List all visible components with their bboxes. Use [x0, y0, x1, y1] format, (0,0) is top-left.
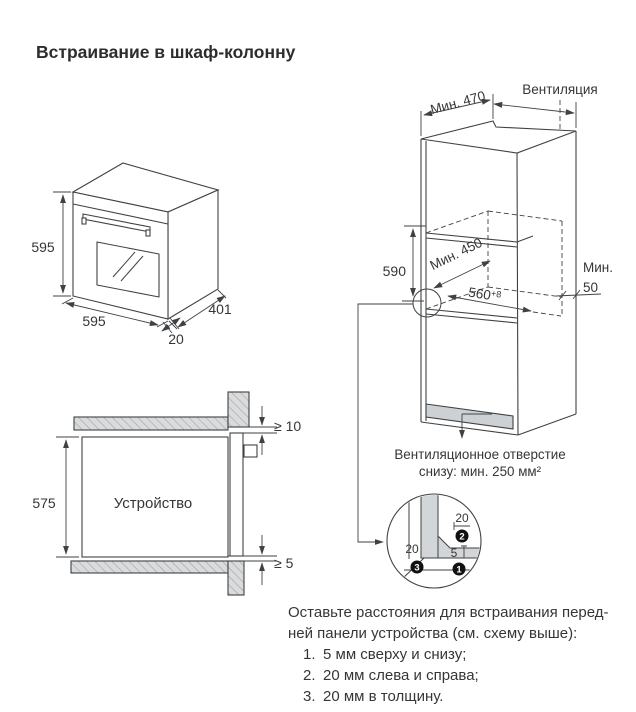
oven-height-label: 595	[31, 239, 55, 255]
detail-front-panel	[437, 534, 480, 559]
oven-glass-reflection	[112, 251, 144, 282]
detail-balloon: 20 20 5 2 3 1	[386, 493, 482, 589]
marker-2-badge	[455, 529, 469, 543]
cabinet-hidden-lines	[425, 100, 563, 317]
instructions-block: Оставьте расстояния для встраивания пере…	[288, 602, 628, 707]
section-top-frame	[227, 391, 250, 428]
detail-side-panel	[420, 495, 439, 559]
oven-door-window	[96, 241, 160, 298]
ventilation-label: Вентиляция	[522, 82, 597, 97]
oven-depth-label: 401	[208, 301, 232, 317]
device-label: Устройство	[114, 495, 192, 512]
ventilation-dimension	[493, 101, 577, 128]
instruction-item-3-number: 3.	[303, 688, 316, 705]
detail-reference-circle	[412, 288, 442, 318]
vent-note: Вентиляционное отверстие снизу: мин. 250…	[385, 447, 575, 480]
section-height-label: 575	[32, 495, 56, 511]
instruction-item-3-text: 20 мм в толщину.	[323, 688, 444, 705]
vent-note-line1: Вентиляционное отверстие	[394, 447, 566, 462]
cabinet-top-face	[420, 120, 577, 154]
cabinet-front-right-edge	[516, 152, 519, 436]
niche-depth-dimension	[447, 294, 532, 313]
instructions-intro-line2: ней панели устройства (см. схему выше):	[288, 625, 578, 642]
oven-width-label: 595	[82, 313, 106, 329]
instruction-item-1-text: 5 мм сверху и снизу;	[323, 646, 467, 663]
section-door-hinge	[243, 444, 258, 458]
instruction-item-2-number: 2.	[303, 667, 316, 684]
instruction-item-1: 1. 5 мм сверху и снизу;	[303, 644, 628, 665]
section-top-shelf	[73, 416, 229, 431]
section-dimensions	[56, 406, 265, 585]
rear-gap-dimension	[555, 289, 602, 301]
svg-text:1: 1	[456, 565, 462, 576]
instruction-item-2: 2. 20 мм слева и справа;	[303, 665, 628, 686]
page-title: Встраивание в шкаф-колонну	[36, 42, 296, 62]
cabinet-niche-edges	[425, 232, 534, 324]
instruction-item-2-text: 20 мм слева и справа;	[323, 667, 479, 684]
instructions-intro-line1: Оставьте расстояния для встраивания пере…	[288, 604, 609, 621]
top-depth-dimension	[420, 94, 494, 136]
oven-drawing: 595 595 401 20	[31, 162, 232, 347]
rear-gap-label-line2: 50	[583, 280, 598, 295]
instruction-item-3: 3. 20 мм в толщину.	[303, 686, 628, 707]
detail-side-gap-label: 20	[455, 511, 469, 525]
instruction-item-1-number: 1.	[303, 646, 316, 663]
niche-width-dimension	[433, 260, 491, 289]
section-bottom-frame	[227, 560, 245, 596]
vent-note-line2: снизу: мин. 250 мм²	[418, 463, 542, 479]
oven-right-face	[167, 189, 219, 320]
section-device-door	[229, 432, 244, 557]
svg-text:2: 2	[459, 532, 464, 543]
niche-height-label: 590	[383, 263, 407, 279]
oven-dimensions	[53, 191, 227, 334]
plinth-vent-opening	[425, 403, 514, 430]
marker-3-badge	[410, 560, 424, 574]
section-bottom-gap-label: ≥ 5	[274, 555, 294, 571]
svg-text:3: 3	[414, 563, 419, 574]
section-device-body	[81, 436, 229, 558]
rear-gap-label-line1: Мин.	[583, 260, 613, 275]
marker-1-badge	[452, 562, 466, 576]
detail-connector-line	[357, 303, 413, 545]
section-drawing: Устройство 575 ≥ 10 ≥ 5	[32, 391, 301, 596]
oven-door-thickness-label: 20	[168, 331, 184, 347]
section-bottom-shelf	[70, 560, 229, 574]
cabinet-right-bottom-edge	[517, 413, 577, 436]
niche-depth-label: 560+8	[467, 285, 502, 305]
detail-markers: 2 3 1	[410, 529, 469, 576]
cabinet-top-depth-label: Мин. 470	[429, 88, 487, 117]
oven-control-panel-line	[72, 203, 169, 225]
cabinet-front-bottom-edge	[420, 421, 519, 436]
section-top-gap-label: ≥ 10	[274, 418, 301, 434]
detail-depth-gap-label: 20	[405, 542, 419, 556]
oven-handle	[81, 213, 151, 237]
vent-note-leader	[459, 413, 492, 439]
detail-vertical-gap-label: 5	[451, 546, 458, 560]
